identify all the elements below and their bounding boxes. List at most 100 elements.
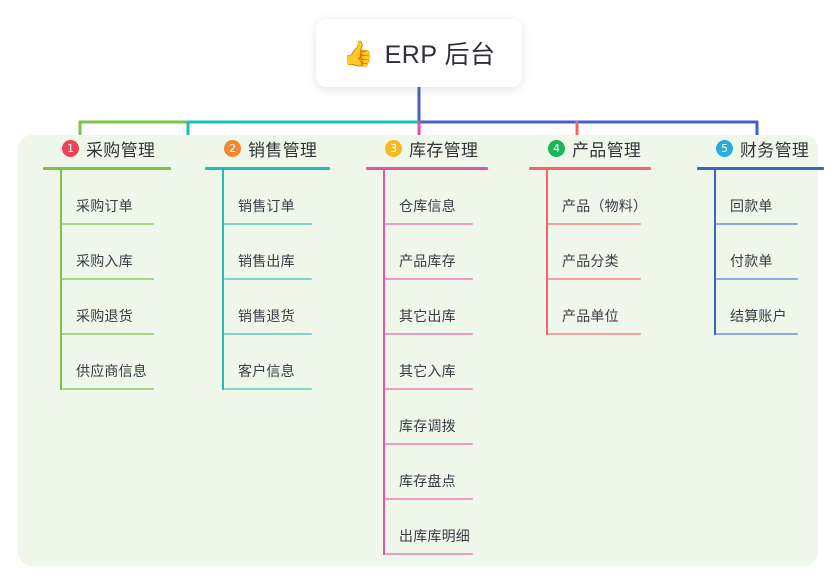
branch-badge-icon: 4: [548, 139, 565, 157]
branch-item-underline: [62, 223, 154, 225]
branch-item-underline: [385, 278, 473, 280]
branch-item[interactable]: 回款单: [716, 170, 798, 225]
branch-item-label: 产品（物料）: [562, 198, 648, 214]
branch-underline: [697, 167, 824, 170]
branch-item[interactable]: 销售退货: [224, 280, 312, 335]
branch-item-underline: [385, 443, 473, 445]
branch-item-label: 其它出库: [399, 308, 456, 324]
branch-item[interactable]: 其它出库: [385, 280, 473, 335]
branch-item-label: 库存盘点: [399, 473, 456, 489]
branch-items: 采购订单采购入库采购退货供应商信息: [43, 170, 154, 390]
branch-header-4[interactable]: 4 产品管理: [529, 135, 651, 161]
branch-item[interactable]: 库存盘点: [385, 445, 473, 500]
branch-item-underline: [385, 333, 473, 335]
branch-item-label: 产品单位: [562, 308, 619, 324]
branch-item[interactable]: 客户信息: [224, 335, 312, 390]
branch-spine: [714, 170, 716, 335]
branch-underline: [366, 167, 488, 170]
branch-header-3[interactable]: 3 库存管理: [366, 135, 488, 161]
branch-badge-icon: 5: [716, 139, 733, 157]
branch-item[interactable]: 仓库信息: [385, 170, 473, 225]
branch-item[interactable]: 产品单位: [548, 280, 641, 335]
branch-item-underline: [224, 388, 312, 390]
branch-item-underline: [62, 388, 154, 390]
branch-item[interactable]: 销售订单: [224, 170, 312, 225]
branch-badge-icon: 3: [385, 139, 402, 157]
branch-item-label: 库存调拨: [399, 418, 456, 434]
branch-item[interactable]: 采购入库: [62, 225, 154, 280]
branch-item-underline: [385, 223, 473, 225]
branch-item-label: 仓库信息: [399, 198, 456, 214]
branch-item-label: 采购退货: [76, 308, 133, 324]
branch-item-underline: [224, 278, 312, 280]
branch-item-underline: [716, 223, 798, 225]
branch-item[interactable]: 结算账户: [716, 280, 798, 335]
branch-title: 库存管理: [409, 140, 479, 160]
branch-title: 采购管理: [86, 140, 156, 160]
branch-item-label: 销售订单: [238, 198, 295, 214]
branch-item[interactable]: 库存调拨: [385, 390, 473, 445]
branches-panel: 1 采购管理采购订单采购入库采购退货供应商信息 2 销售管理销售订单销售出库销售退货客…: [18, 135, 824, 566]
thumbs-up-icon: 👍: [342, 38, 374, 68]
branch-items: 仓库信息产品库存其它出库其它入库库存调拨库存盘点出库库明细: [366, 170, 473, 555]
branch-item-underline: [548, 333, 641, 335]
branch-item[interactable]: 采购订单: [62, 170, 154, 225]
branch-item-underline: [224, 333, 312, 335]
branch-item-label: 销售退货: [238, 308, 295, 324]
branch-item-label: 采购入库: [76, 253, 133, 269]
branch-spine: [222, 170, 224, 390]
branch-items: 销售订单销售出库销售退货客户信息: [205, 170, 312, 390]
branch-item[interactable]: 产品分类: [548, 225, 641, 280]
branch-column-1: 1 采购管理采购订单采购入库采购退货供应商信息: [43, 135, 171, 390]
branch-item[interactable]: 产品库存: [385, 225, 473, 280]
root-node[interactable]: 👍 ERP 后台: [316, 19, 522, 87]
branch-spine: [383, 170, 385, 555]
branch-column-4: 4 产品管理产品（物料） 产品分类产品单位: [529, 135, 651, 335]
branch-item[interactable]: 供应商信息: [62, 335, 154, 390]
branch-title: 产品管理: [572, 140, 642, 160]
root-node-label: ERP 后台: [384, 41, 496, 69]
branch-item-underline: [62, 333, 154, 335]
branch-item-label: 客户信息: [238, 363, 295, 379]
branch-spine: [546, 170, 548, 335]
branch-item-label: 出库库明细: [399, 528, 470, 544]
branch-items: 回款单付款单结算账户: [697, 170, 798, 335]
branch-underline: [43, 167, 171, 170]
branch-badge-icon: 2: [224, 139, 241, 157]
branch-item-label: 结算账户: [730, 308, 787, 324]
branch-item[interactable]: 付款单: [716, 225, 798, 280]
branch-item-label: 供应商信息: [76, 363, 147, 379]
branch-spine: [60, 170, 62, 390]
branch-item-underline: [385, 498, 473, 500]
branch-item-underline: [548, 223, 641, 225]
branch-title: 财务管理: [740, 140, 810, 160]
branch-title: 销售管理: [248, 140, 318, 160]
branch-item-underline: [224, 223, 312, 225]
branch-column-2: 2 销售管理销售订单销售出库销售退货客户信息: [205, 135, 330, 390]
branch-item-label: 销售出库: [238, 253, 295, 269]
branch-item[interactable]: 采购退货: [62, 280, 154, 335]
branch-item[interactable]: 其它入库: [385, 335, 473, 390]
branch-item-label: 采购订单: [76, 198, 133, 214]
branch-item-underline: [385, 388, 473, 390]
branch-item[interactable]: 产品（物料）: [548, 170, 647, 225]
branch-items: 产品（物料） 产品分类产品单位: [529, 170, 647, 335]
branch-item-underline: [385, 553, 473, 555]
branch-underline: [529, 167, 651, 170]
branch-item-underline: [548, 278, 641, 280]
branch-item-underline: [62, 278, 154, 280]
branch-item-label: 付款单: [730, 253, 773, 269]
branch-column-5: 5 财务管理回款单付款单结算账户: [697, 135, 824, 335]
branch-item[interactable]: 销售出库: [224, 225, 312, 280]
branch-header-1[interactable]: 1 采购管理: [43, 135, 171, 161]
branch-underline: [205, 167, 330, 170]
branch-item-label: 其它入库: [399, 363, 456, 379]
branch-badge-icon: 1: [62, 139, 79, 157]
branch-column-3: 3 库存管理仓库信息产品库存其它出库其它入库库存调拨库存盘点出库库明细: [366, 135, 488, 555]
branch-header-2[interactable]: 2 销售管理: [205, 135, 330, 161]
branch-item-label: 产品分类: [562, 253, 619, 269]
branch-item[interactable]: 出库库明细: [385, 500, 473, 555]
branch-header-5[interactable]: 5 财务管理: [697, 135, 824, 161]
branch-item-label: 产品库存: [399, 253, 456, 269]
